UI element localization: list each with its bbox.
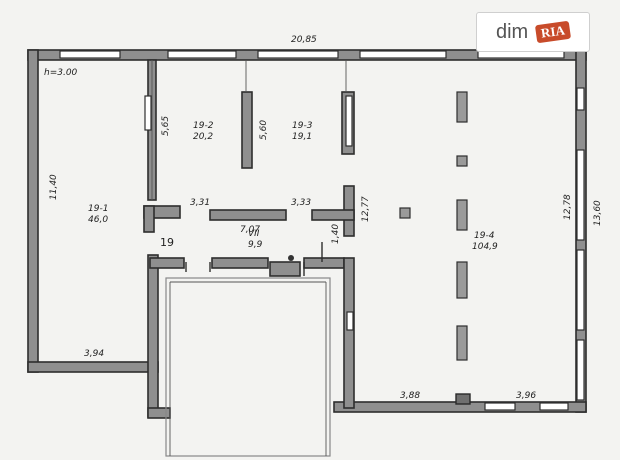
pillar-6 (456, 325, 468, 361)
dim-right-inner: 12,77 (361, 196, 371, 222)
wall-corridor-top-2 (209, 209, 287, 221)
window-top-5 (477, 50, 565, 59)
wall-bottom-stub (147, 407, 171, 419)
pillar-3 (456, 199, 468, 231)
room-4-id: 19-4 (474, 231, 495, 241)
wall-left (27, 49, 39, 373)
window-right-4 (576, 339, 585, 401)
room-1-id: 19-1 (88, 204, 108, 214)
room-2-area: 20,2 (193, 132, 213, 142)
height-label: h=3.00 (44, 68, 78, 78)
dim-corridor-right: 3,33 (291, 198, 311, 208)
vent-2 (345, 95, 353, 147)
wall-bottom-bump (455, 393, 471, 405)
room-4-area: 104,9 (472, 242, 498, 252)
window-right-2 (576, 149, 585, 241)
dim-bottom-right2: 3,96 (516, 391, 536, 401)
wall-corridor-bottom-1 (149, 257, 185, 269)
vent-1 (144, 95, 152, 131)
window-bottom-1 (484, 402, 516, 411)
window-top-4 (359, 50, 447, 59)
room-3-id: 19-3 (292, 121, 313, 131)
room-vii-area: 9,9 (248, 240, 263, 250)
dim-side-19: 19 (160, 236, 174, 249)
logo-text: dim (495, 20, 529, 43)
dim-room2-height: 5,65 (161, 116, 171, 136)
window-top-2 (167, 50, 237, 59)
dim-top-total: 20,85 (291, 35, 317, 45)
marker-dot (288, 255, 294, 261)
wall-left-lower (147, 254, 159, 418)
window-top-3 (257, 50, 339, 59)
dim-right-outer: 13,60 (593, 200, 603, 226)
wall-corridor-left (143, 205, 155, 233)
wall-corridor-bottom-3 (269, 261, 301, 277)
wall-bottom-left (27, 361, 159, 373)
dim-room3-height: 5,60 (259, 120, 269, 140)
window-bottom-2 (539, 402, 569, 411)
dim-bottom-right1: 3,88 (400, 391, 420, 401)
vent-3 (346, 311, 354, 331)
dim-bottom-left: 3,94 (84, 349, 104, 359)
room-2-id: 19-2 (193, 121, 214, 131)
room-3-area: 19,1 (292, 132, 312, 142)
dim-corridor-left: 3,31 (190, 198, 210, 208)
logo: dim RIA (476, 12, 590, 52)
wall-room3-left (241, 91, 253, 169)
dim-corridor-len: 7,07 (240, 225, 260, 235)
window-right-3 (576, 249, 585, 331)
wall-corridor-bottom-2 (211, 257, 269, 269)
dim-right-mid: 12,78 (563, 194, 573, 220)
pillar-2 (456, 155, 468, 167)
wall-corridor-top-3 (311, 209, 355, 221)
pillar-1 (456, 91, 468, 123)
pillar-5 (456, 261, 468, 299)
wall-corridor-bottom-4 (303, 257, 345, 269)
dim-left-height: 11,40 (49, 174, 59, 200)
pillar-4 (399, 207, 411, 219)
window-top-1 (59, 50, 121, 59)
lower-area-outline (165, 277, 331, 457)
wall-center-lower (343, 257, 355, 409)
window-right-1 (576, 87, 585, 111)
logo-badge: RIA (535, 20, 572, 44)
room-vii-id: VII (248, 229, 260, 239)
dim-corridor-small: 1,40 (331, 224, 341, 244)
room-1-area: 46,0 (88, 215, 108, 225)
